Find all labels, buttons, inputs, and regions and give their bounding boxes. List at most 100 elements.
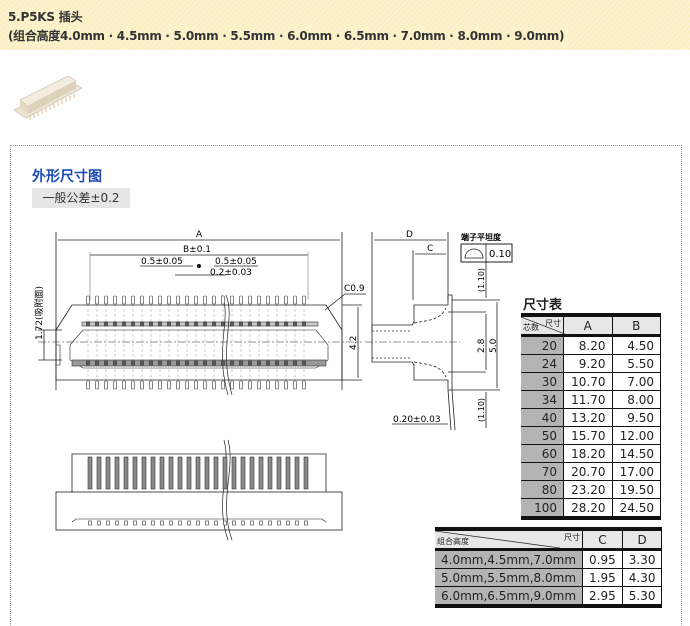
height-table-corner: 尺寸 组合高度 [435, 528, 584, 551]
contact-finger [141, 456, 147, 490]
pin-mark [185, 380, 189, 390]
mated-height-cell: 4.0mm,4.5mm,7.0mm [435, 549, 584, 569]
pin-mark [302, 295, 306, 305]
general-tolerance-label: 一般公差±0.2 [32, 188, 130, 208]
corner-dimension-label: 尺寸 [545, 319, 561, 328]
dim-a-cell: 23.20 [563, 480, 613, 499]
solder-tail [286, 520, 290, 526]
contact-finger [96, 456, 102, 490]
dim-b-cell: 17.00 [611, 462, 661, 481]
pin-count-cell: 80 [521, 480, 564, 499]
dim-a-cell: 15.70 [563, 426, 613, 445]
dim-c-cell: 1.95 [582, 568, 623, 587]
lead-thickness-label: 0.20±0.03 [393, 415, 441, 425]
pin-mark [113, 295, 117, 305]
contact-finger [258, 456, 264, 490]
product-title: 5.P5KS 插头 [8, 10, 83, 24]
dim-110-bottom-label: (1.10) [477, 398, 486, 422]
pin-mark [122, 380, 126, 390]
pin-mark [257, 380, 261, 390]
dim-b-label: B±0.1 [183, 245, 211, 255]
connector-photo-icon [13, 75, 83, 120]
solder-tail [196, 520, 200, 526]
pin-mark [158, 295, 162, 305]
solder-tail [115, 520, 119, 526]
dim-a-cell: 9.20 [563, 354, 613, 373]
dim-b-cell: 12.00 [611, 426, 661, 445]
pin-mark [248, 380, 252, 390]
contact-finger [249, 456, 255, 490]
contact-finger [150, 456, 156, 490]
solder-tail [151, 520, 155, 526]
pin-mark [149, 295, 153, 305]
pin-count-cell: 50 [521, 426, 564, 445]
pin-mark [104, 380, 108, 390]
pin-count-cell: 20 [521, 335, 564, 355]
dim-b-cell: 4.50 [611, 335, 661, 355]
contact-finger [195, 456, 201, 490]
solder-tail [250, 520, 254, 526]
contact-finger [177, 456, 183, 490]
dim-b-cell: 19.50 [611, 480, 661, 499]
pin-mark [266, 295, 270, 305]
column-header-b: B [611, 314, 661, 337]
page-header: 5.P5KS 插头 (组合高度4.0mm · 4.5mm · 5.0mm · 5… [0, 0, 690, 50]
pin-mark [95, 380, 99, 390]
pin-mark [131, 295, 135, 305]
dim-d-cell: 5.30 [621, 586, 663, 607]
solder-tail [232, 520, 236, 526]
contact-finger [105, 456, 111, 490]
pin-mark [257, 295, 261, 305]
pin-mark [149, 380, 153, 390]
contact-finger [285, 456, 291, 490]
pitch-reference-dot [197, 264, 201, 268]
solder-tail [178, 520, 182, 526]
contact-finger [240, 456, 246, 490]
pin-mark [104, 295, 108, 305]
dim-a-cell: 28.20 [563, 498, 613, 519]
solder-tail [223, 520, 227, 526]
pin-mark [230, 380, 234, 390]
pin-mark [176, 380, 180, 390]
flatness-label: 端子平坦度 [461, 232, 502, 242]
pin-count-cell: 30 [521, 372, 564, 391]
contact-finger [132, 456, 138, 490]
pin-mark [203, 380, 207, 390]
pin-mark [86, 380, 90, 390]
suction-surface-label: 1.72(吸附面) [33, 286, 45, 340]
pin-mark [221, 295, 225, 305]
dim-c-cell: 2.95 [582, 586, 623, 607]
solder-tail [169, 520, 173, 526]
contact-finger [87, 456, 93, 490]
pin-mark [140, 295, 144, 305]
solder-tail [187, 520, 191, 526]
dim-d-cell: 3.30 [621, 549, 663, 569]
pin-mark [275, 295, 279, 305]
solder-tail [277, 520, 281, 526]
dim-b-cell: 24.50 [611, 498, 661, 519]
pin-mark [167, 380, 171, 390]
pin-mark [239, 295, 243, 305]
corner-dimension-label: 尺寸 [564, 533, 581, 542]
dim-a-cell: 13.20 [563, 408, 613, 427]
dimension-panel [10, 145, 682, 626]
dim-a-label: A [196, 230, 203, 240]
dim-d-cell: 4.30 [621, 568, 663, 587]
dim-b-cell: 7.00 [611, 372, 661, 391]
chamfer-label: C0.9 [344, 284, 365, 294]
pin-row [86, 295, 306, 390]
contact-finger [204, 456, 210, 490]
flatness-value: 0.10 [489, 249, 511, 260]
pin-width-label: 0.2±0.03 [210, 268, 252, 278]
pin-mark [131, 380, 135, 390]
contact-finger [168, 456, 174, 490]
dim-b-cell: 5.50 [611, 354, 661, 373]
